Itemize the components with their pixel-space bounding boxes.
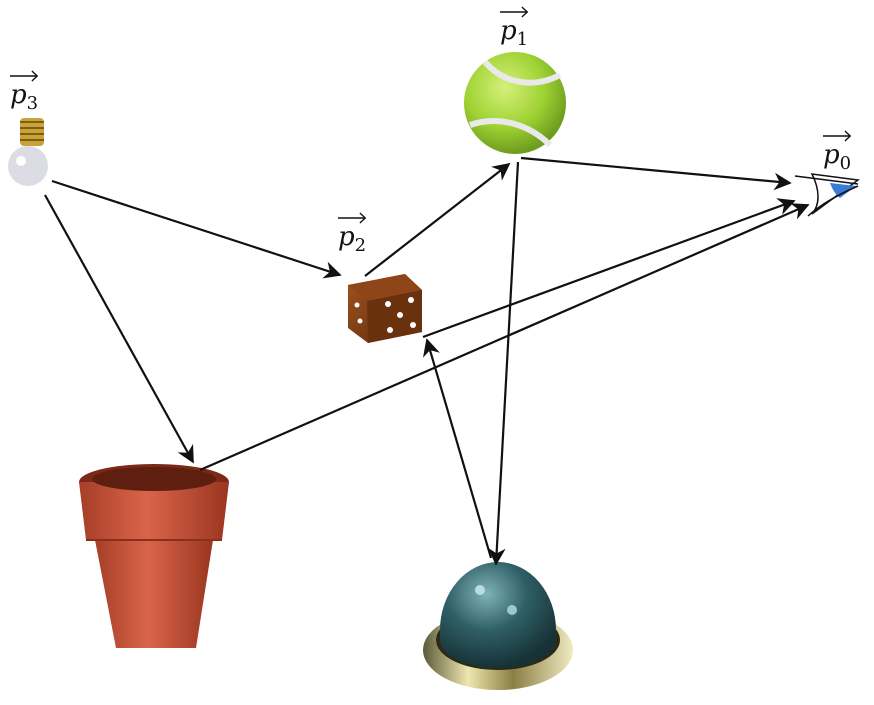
arrow-p2-to-p0 xyxy=(422,198,796,339)
label-p0: p0 xyxy=(823,128,852,174)
eye-icon xyxy=(794,173,860,217)
label-p1: p1 xyxy=(500,4,529,50)
arrow-p1-to-p0 xyxy=(520,156,792,191)
label-p2: p2 xyxy=(338,210,367,256)
arrow-p2-to-p1 xyxy=(364,162,511,277)
light-bulb xyxy=(8,118,48,186)
dice xyxy=(348,274,422,343)
arrow-p3-to-p2 xyxy=(51,179,342,279)
light-paths xyxy=(44,156,810,566)
arrow-p1-to-dome xyxy=(488,161,520,566)
arrow-dome-to-p2 xyxy=(423,338,493,559)
arrow-p3-to-pot xyxy=(44,194,194,464)
flower-pot xyxy=(79,464,229,648)
arrow-pot-to-p0 xyxy=(199,203,810,472)
tennis-ball xyxy=(464,52,566,154)
label-p3: p3 xyxy=(10,68,39,114)
dome-object xyxy=(423,562,573,690)
